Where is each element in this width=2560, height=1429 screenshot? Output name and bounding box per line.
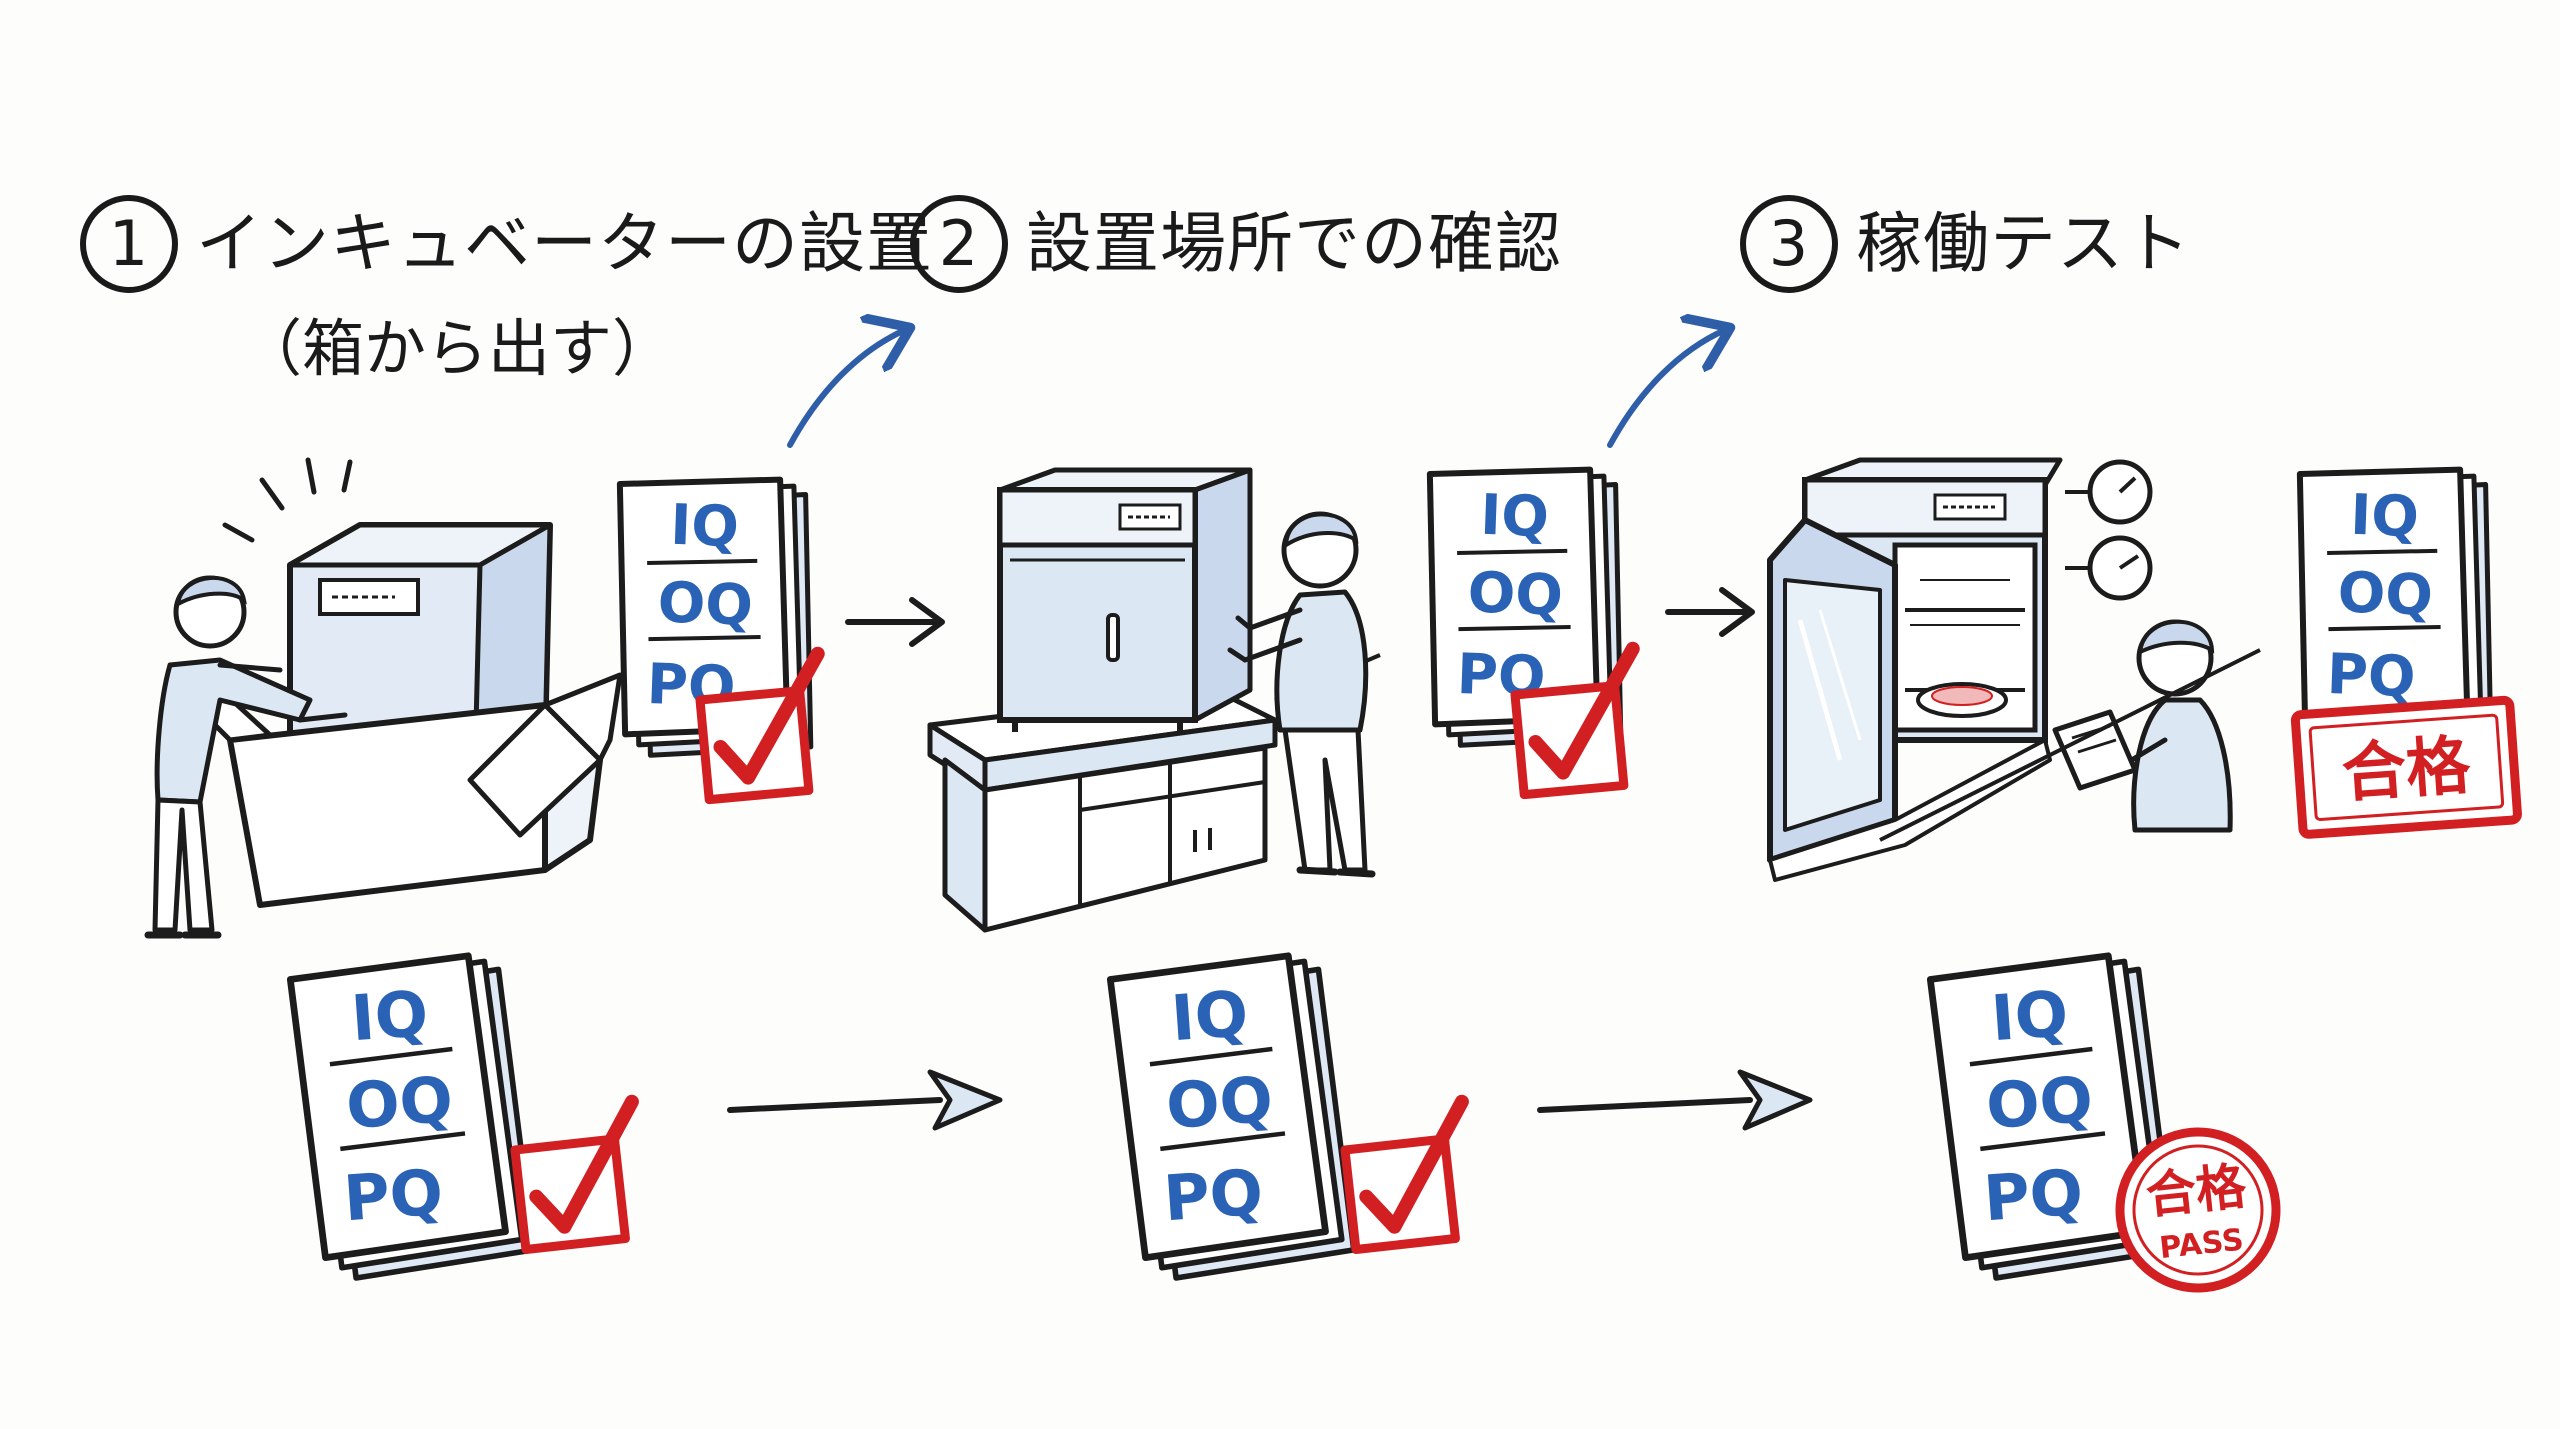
- person-icon: [144, 575, 348, 939]
- person-icon: [2112, 619, 2233, 833]
- step-1-number: 1: [80, 195, 178, 293]
- checkmark-icon: [1342, 1102, 1471, 1250]
- doc-label-iq: IQ: [1479, 483, 1550, 550]
- gauge-icon: [2065, 459, 2153, 525]
- document-stack-icon: IQ OQ PQ: [1930, 953, 2175, 1281]
- counter-line: [1879, 648, 2261, 842]
- person-icon: [1227, 511, 1376, 878]
- doc-label-oq: OQ: [1467, 560, 1564, 628]
- doc-label-iq: IQ: [1989, 977, 2071, 1055]
- document-stack-icon: IQ OQ PQ: [610, 474, 820, 761]
- arrow-icon: [1607, 330, 1725, 448]
- doc-label-pq: PQ: [1981, 1156, 2085, 1236]
- tablet-icon: [2052, 709, 2138, 791]
- arrow-icon: [845, 597, 945, 647]
- step-1-subtitle: （箱から出す）: [240, 312, 675, 385]
- incubator-icon: [997, 467, 1253, 732]
- document-stack-icon: IQ OQ PQ: [2290, 464, 2500, 751]
- doc-label-pq: PQ: [2326, 642, 2417, 710]
- doc-label-iq: IQ: [669, 493, 740, 560]
- doc-label-oq: OQ: [1164, 1063, 1275, 1143]
- stamp-pass-kanji: 合格: [2143, 1157, 2250, 1225]
- arrow-icon: [727, 1069, 1003, 1131]
- doc-label-oq: OQ: [2337, 560, 2434, 628]
- doc-label-pq: PQ: [1161, 1156, 1265, 1236]
- arrow-icon: [787, 330, 905, 448]
- doc-label-oq: OQ: [657, 570, 754, 638]
- arrow-icon: [1537, 1069, 1813, 1131]
- arrow-icon: [1665, 587, 1755, 637]
- document-stack-icon: IQ OQ PQ: [1110, 953, 1355, 1281]
- stamp-pass-kanji: 合格: [2340, 729, 2474, 812]
- doc-label-oq: OQ: [344, 1063, 455, 1143]
- step-3-number: 3: [1740, 195, 1838, 293]
- document-stack-icon: IQ OQ PQ: [290, 953, 535, 1281]
- step-2-number: 2: [910, 195, 1008, 293]
- doc-label-iq: IQ: [1169, 977, 1251, 1055]
- step-2-title: 設置場所での確認: [1026, 205, 1562, 282]
- step-1-title: インキュベーターの設置: [196, 205, 933, 282]
- checkmark-icon: [512, 1102, 641, 1250]
- incubator-icon: [1767, 457, 2063, 882]
- lab-bench: [927, 653, 1381, 933]
- step-3-title: 稼働テスト: [1856, 205, 2191, 282]
- gauge-icon: [2065, 535, 2153, 601]
- pass-stamp-icon: 合格: [2290, 695, 2522, 839]
- doc-label-pq: PQ: [341, 1156, 445, 1236]
- excitement-lines: [222, 457, 353, 543]
- doc-label-iq: IQ: [2349, 483, 2420, 550]
- pass-stamp-icon: 合格 PASS: [2115, 1127, 2281, 1293]
- cardboard-box-icon: [187, 672, 623, 908]
- doc-label-iq: IQ: [349, 977, 431, 1055]
- doc-label-oq: OQ: [1984, 1063, 2095, 1143]
- petri-dish-icon: [1916, 682, 2008, 718]
